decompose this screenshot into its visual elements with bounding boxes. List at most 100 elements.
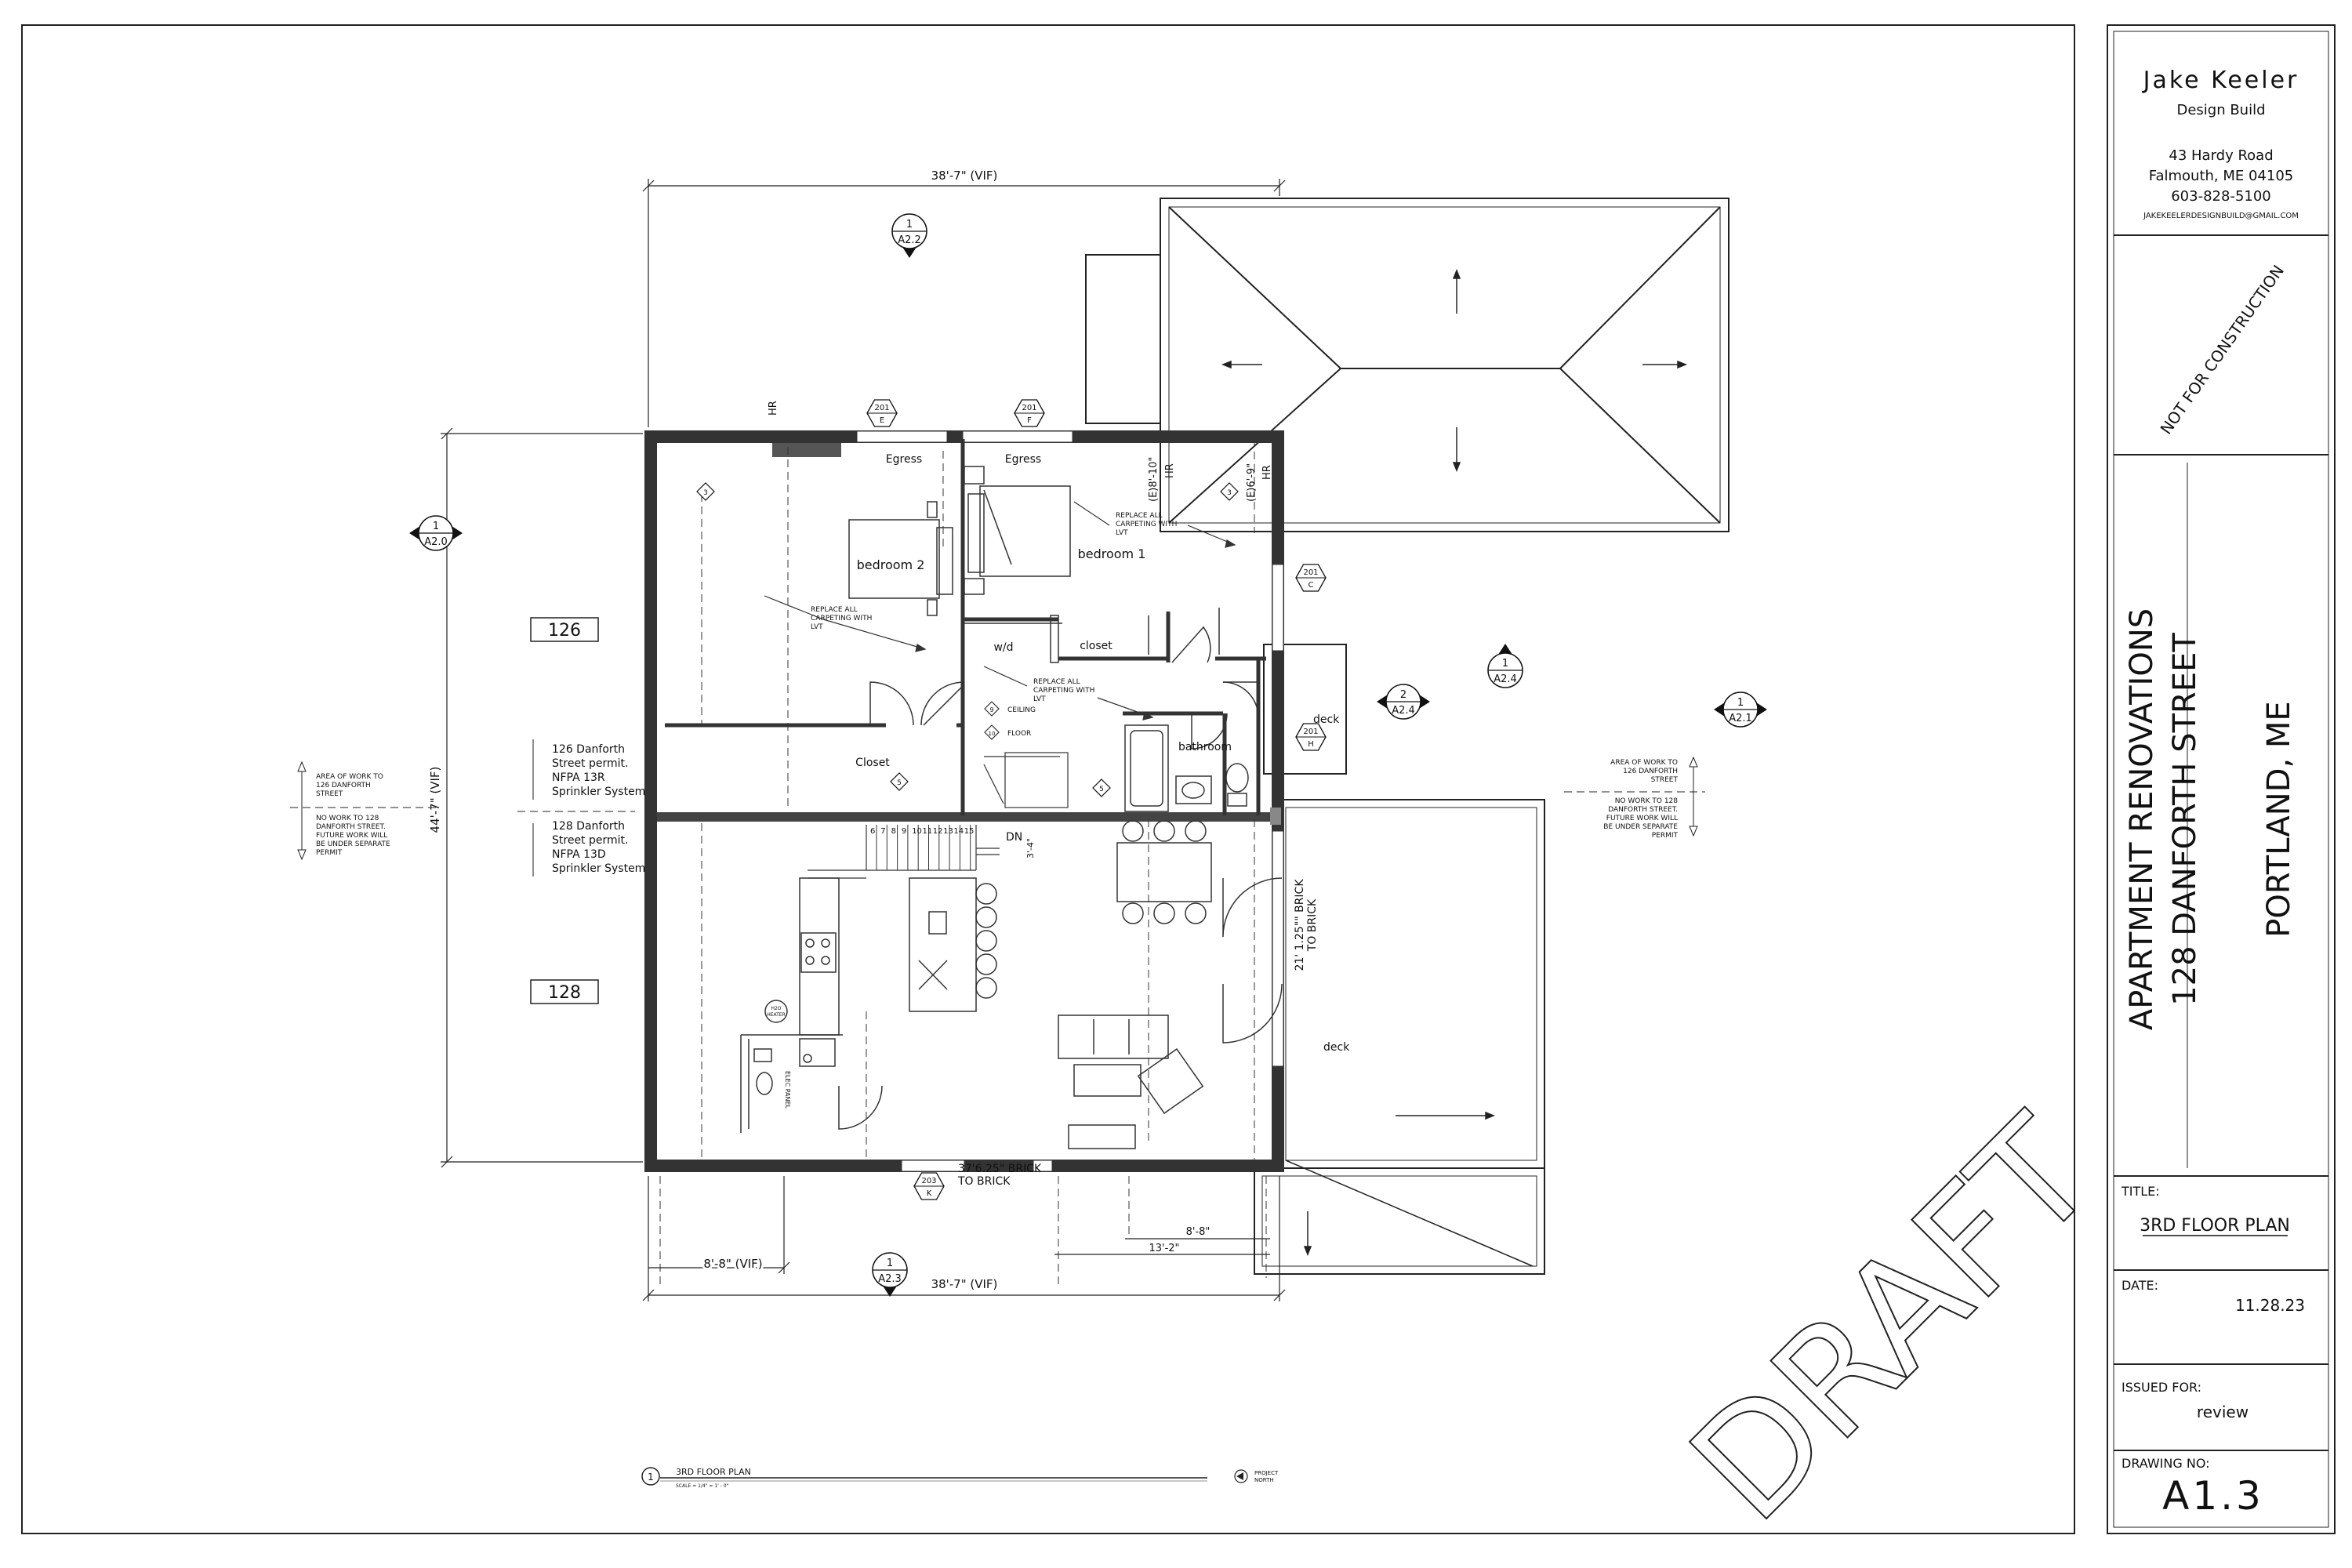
sheet-title: 3RD FLOOR PLAN — [2140, 1216, 2290, 1236]
left-nowork-2: DANFORTH STREET. — [316, 823, 386, 831]
detail-tag-num: 5 — [897, 779, 902, 787]
firm-phone: 603-828-5100 — [2171, 188, 2271, 205]
project-north-1: PROJECT — [1254, 1470, 1279, 1476]
unit-128-label: 128 — [548, 983, 581, 1003]
window-tag-letter: C — [1308, 581, 1314, 590]
note-carpet-a-1: REPLACE ALL — [811, 606, 858, 614]
bathroom-fixtures — [1124, 724, 1249, 812]
dim-brick-bottom-2: TO BRICK — [957, 1175, 1011, 1188]
dining-chair — [1153, 820, 1175, 842]
project-line2: 128 DANFORTH STREET — [2167, 633, 2203, 1006]
right-nowork-5: PERMIT — [1652, 832, 1679, 840]
date-label: DATE: — [2122, 1278, 2158, 1293]
project-north-2: NORTH — [1254, 1477, 1274, 1483]
stair-height-label: 3'-4" — [1025, 838, 1036, 858]
note-carpet-c: REPLACE ALL CARPETING WITH LVT — [1033, 678, 1094, 703]
dining-chair — [1185, 902, 1207, 924]
left-nowork-3: FUTURE WORK WILL — [316, 832, 387, 840]
room-label-closet-big: Closet — [855, 757, 890, 769]
section-marker-top: 1A2.2 — [891, 213, 927, 258]
dim-8-8: 8'-8" — [1186, 1226, 1210, 1238]
permit-126-1: 126 Danforth — [552, 743, 625, 756]
detail-tag-num: 3 — [703, 489, 708, 497]
dim-bottom-left: 8'-8" (VIF) — [703, 1257, 762, 1271]
right-nowork-4: BE UNDER SEPARATE — [1603, 823, 1678, 831]
closet-fixtures — [964, 608, 1220, 663]
firm-address2: Falmouth, ME 04105 — [2149, 168, 2293, 184]
sheet-border — [21, 24, 2075, 1534]
permit-126-4: Sprinkler System — [552, 786, 645, 798]
h2o-heater-label: H2O — [771, 1006, 781, 1011]
drawing-no-label: DRAWING NO: — [2122, 1456, 2210, 1471]
left-area-3: STREET — [316, 790, 343, 798]
section-marker-ref: A2.1 — [1729, 713, 1752, 724]
note-carpet-b-1: REPLACE ALL — [1116, 512, 1163, 520]
drawing-number: A1.3 — [2162, 1473, 2264, 1519]
section-marker-num: 1 — [1502, 658, 1508, 670]
window-tag-letter: K — [927, 1189, 932, 1198]
firm-name: Jake Keeler — [2142, 67, 2299, 94]
plan-title-scale: SCALE = 1/4" = 1' - 0" — [676, 1483, 729, 1489]
stair-number: 12 — [933, 827, 943, 836]
note-carpet-a-3: LVT — [811, 623, 823, 631]
room-label-bedroom-2: bedroom 2 — [857, 557, 925, 572]
hr-label-2: HR — [1164, 463, 1176, 478]
stair-number: 13 — [943, 827, 953, 836]
left-nowork-5: PERMIT — [316, 849, 343, 857]
left-area-1: AREA OF WORK TO — [316, 773, 383, 781]
bed-bedroom-2 — [848, 501, 953, 616]
detail-tags: 3 3 5 5 — [696, 482, 1239, 797]
section-marker-right-b: 1A2.4 — [1487, 644, 1523, 688]
dim-13-2: 13'-2" — [1149, 1243, 1179, 1254]
plan-title-num: 1 — [648, 1472, 654, 1483]
window-tag-num: 201 — [874, 404, 889, 412]
firm-email: JAKEKEELERDESIGNBUILD@GMAIL.COM — [2143, 212, 2299, 220]
bar-stool — [975, 977, 997, 999]
bar-stool — [975, 930, 997, 952]
dining-chair — [1185, 820, 1207, 842]
deck-arrows — [1303, 1111, 1496, 1257]
detail-tag-num: 3 — [1227, 489, 1232, 497]
not-for-construction-stamp: NOT FOR CONSTRUCTION — [2157, 262, 2288, 438]
permit-128-4: Sprinkler System — [552, 862, 645, 875]
detail-tag-t3: 5 — [890, 772, 909, 791]
draft-watermark: DRAFT — [1658, 1086, 2126, 1554]
interior-walls — [665, 439, 1266, 815]
stair-number: 10 — [912, 827, 922, 836]
firm-address1: 43 Hardy Road — [2169, 147, 2273, 164]
detail-tag-t4: 5 — [1092, 779, 1111, 797]
dining-table — [1116, 842, 1212, 902]
section-marker-num: 2 — [1400, 689, 1406, 701]
ceiling-floor-legend — [984, 701, 1000, 740]
window-openings — [856, 430, 1284, 1172]
note-carpet-c-3: LVT — [1033, 695, 1046, 703]
stair-number: 7 — [880, 827, 885, 836]
section-marker-ref: A2.3 — [878, 1273, 902, 1285]
window-tag-letter: H — [1308, 740, 1314, 749]
right-area-1: AREA OF WORK TO — [1610, 759, 1678, 767]
roof-arrows — [1221, 268, 1688, 473]
section-marker-left: 1A2.0 — [409, 515, 463, 551]
leader-lines — [764, 501, 1236, 720]
section-marker-ref: A2.0 — [424, 536, 448, 548]
right-nowork-2: DANFORTH STREET. — [1608, 806, 1678, 814]
hr-label-1: HR — [768, 401, 779, 416]
exterior-walls — [644, 430, 1284, 1172]
bar-stool — [975, 883, 997, 905]
stair-number: 11 — [923, 827, 933, 836]
left-area-2: 126 DANFORTH — [316, 782, 371, 789]
firm-subtitle: Design Build — [2176, 102, 2265, 118]
room-label-egress-right: Egress — [1005, 453, 1041, 466]
section-marker-num: 1 — [433, 521, 439, 532]
permit-128-3: NFPA 13D — [552, 848, 606, 861]
title-label: TITLE: — [2121, 1184, 2160, 1199]
ceiling-tag: 9 — [989, 706, 993, 713]
note-carpet-c-2: CARPETING WITH — [1033, 687, 1094, 695]
note-carpet-b-2: CARPETING WITH — [1116, 521, 1177, 528]
stair-dn-label: DN — [1006, 831, 1022, 844]
